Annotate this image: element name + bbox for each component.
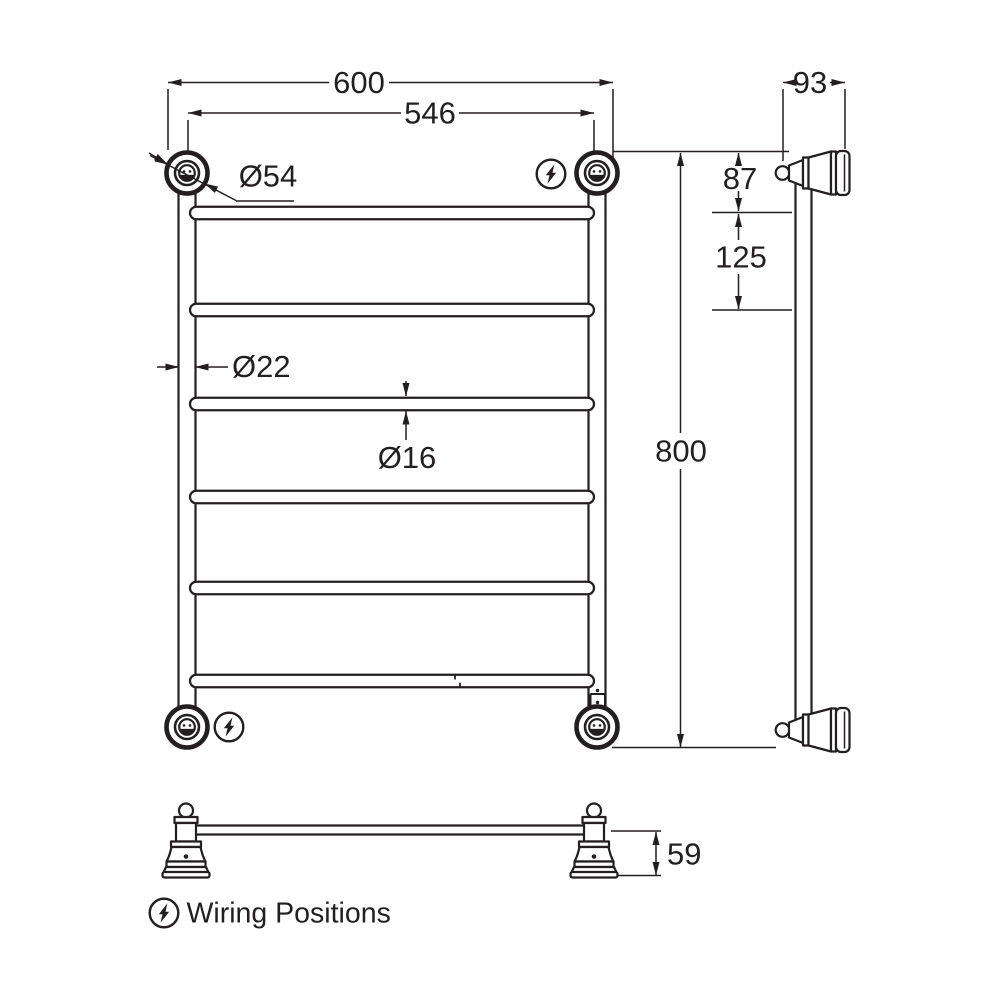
left-vertical-rail bbox=[177, 170, 197, 730]
dim-label-rail-spacing: 125 bbox=[715, 240, 767, 275]
side-bracket-bottom bbox=[774, 706, 851, 754]
side-bracket-top bbox=[774, 149, 851, 197]
top-view-rail bbox=[190, 824, 590, 836]
dim-label-vertical-rail-diameter: Ø22 bbox=[232, 349, 291, 384]
right-vertical-rail bbox=[587, 170, 607, 730]
wall-mount-bottom-right bbox=[577, 707, 618, 748]
wiring-position-icon-top-right bbox=[535, 158, 567, 190]
dim-mount-centres: 546 bbox=[187, 96, 595, 152]
dim-label-top-to-first-rail: 87 bbox=[723, 161, 757, 196]
rail-3 bbox=[188, 396, 596, 412]
dim-label-overall-depth: 93 bbox=[793, 65, 827, 100]
rail-1 bbox=[188, 205, 596, 221]
dim-overall-height: 800 bbox=[612, 150, 789, 749]
dim-label-overall-width: 600 bbox=[333, 65, 385, 100]
top-view-bracket-right bbox=[569, 802, 619, 879]
rail-2 bbox=[188, 302, 596, 318]
horizontal-rails bbox=[188, 205, 596, 689]
side-view bbox=[774, 149, 851, 754]
front-view bbox=[167, 153, 618, 748]
dim-label-bracket-projection: 59 bbox=[667, 837, 701, 872]
dim-vertical-rail-diameter: Ø22 bbox=[157, 349, 291, 384]
dim-label-mount-centres: 546 bbox=[404, 96, 456, 131]
dim-top-to-first-rail: 87 bbox=[712, 152, 792, 214]
dim-rail-spacing: 125 bbox=[712, 213, 792, 311]
top-view bbox=[161, 802, 619, 879]
dim-label-mount-diameter: Ø54 bbox=[239, 159, 298, 194]
dim-overall-depth: 93 bbox=[782, 65, 846, 161]
top-view-bracket-left bbox=[161, 802, 211, 879]
rail-4 bbox=[188, 489, 596, 505]
wall-mount-top-right bbox=[577, 153, 618, 194]
wiring-positions-legend: Wiring Positions bbox=[148, 897, 391, 930]
dim-label-overall-height: 800 bbox=[655, 434, 707, 469]
dim-mount-diameter: Ø54 bbox=[149, 154, 298, 202]
wiring-position-icon-bottom-left bbox=[213, 711, 245, 743]
wiring-positions-legend-icon bbox=[148, 897, 180, 929]
wall-mount-bottom-left bbox=[167, 707, 208, 748]
side-vertical-rail bbox=[794, 178, 813, 724]
dim-bracket-projection: 59 bbox=[611, 830, 701, 877]
wall-mount-top-left bbox=[167, 153, 208, 194]
dim-horizontal-rail-diameter: Ø16 bbox=[378, 381, 437, 475]
dim-overall-width: 600 bbox=[148, 65, 614, 168]
rail-5 bbox=[188, 580, 596, 596]
element-join-marks bbox=[454, 674, 461, 689]
wiring-positions-legend-label: Wiring Positions bbox=[187, 898, 391, 930]
rail-6 bbox=[188, 673, 596, 689]
dimensions: 600 546 Ø54 Ø22 Ø16 bbox=[148, 65, 846, 877]
dim-label-horizontal-rail-diameter: Ø16 bbox=[378, 440, 437, 475]
